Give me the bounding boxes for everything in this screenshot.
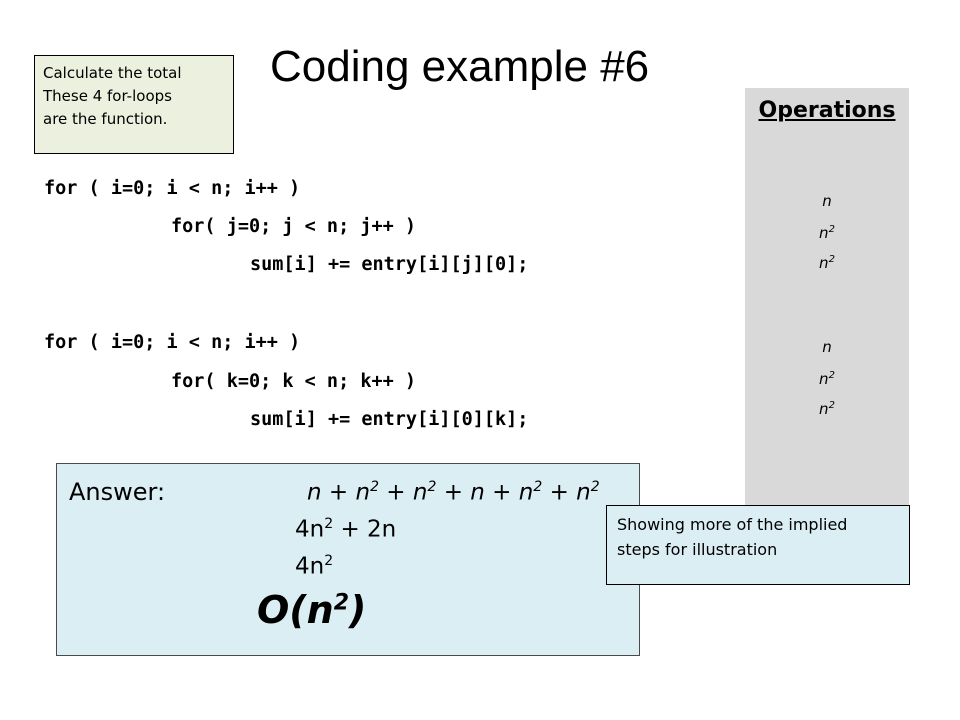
code-line: for ( i=0; i < n; i++ ) — [44, 178, 301, 199]
op-base: n — [822, 192, 832, 210]
operations-header: Operations — [758, 98, 896, 123]
note-line: are the function. — [43, 110, 168, 128]
illustration-callout: Showing more of the implied steps for il… — [606, 505, 910, 585]
op-base: n — [819, 370, 829, 388]
note-line: Calculate the total — [43, 64, 182, 82]
op-base: n — [819, 224, 829, 242]
code-line: sum[i] += entry[i][0][k]; — [250, 409, 529, 430]
answer-box: Answer: n + n2 + n2 + n + n2 + n2 4n2 + … — [56, 463, 640, 656]
callout-line: Showing more of the implied — [617, 515, 848, 534]
exponent: 2 — [533, 479, 543, 495]
callout-line: steps for illustration — [617, 540, 778, 559]
term: n + n — [307, 479, 371, 506]
exponent: 2 — [324, 516, 334, 532]
answer-label: Answer: — [69, 478, 166, 506]
term: + n + n — [436, 479, 534, 506]
term: 4n — [295, 516, 325, 543]
exponent: 2 — [370, 479, 379, 495]
note-line: These 4 for-loops — [43, 87, 172, 105]
operation-item: n2 — [745, 224, 909, 242]
code-line: for( j=0; j < n; j++ ) — [171, 216, 417, 237]
answer-big-o: O(n2) — [257, 588, 366, 632]
term: O(n — [257, 588, 334, 632]
answer-dominant-term: 4n2 — [295, 553, 333, 580]
exponent: 2 — [324, 553, 334, 569]
exponent: 2 — [590, 479, 600, 495]
term: + 2n — [333, 516, 397, 543]
op-base: n — [819, 400, 829, 418]
op-base: n — [819, 254, 829, 272]
answer-simplified: 4n2 + 2n — [295, 516, 396, 543]
code-line: sum[i] += entry[i][j][0]; — [250, 254, 529, 275]
exponent: 2 — [333, 590, 350, 616]
slide-title: Coding example #6 — [270, 42, 650, 91]
code-line: for ( i=0; i < n; i++ ) — [44, 332, 301, 353]
op-base: n — [822, 338, 832, 356]
answer-expansion: n + n2 + n2 + n + n2 + n2 — [307, 479, 600, 506]
op-exponent: 2 — [828, 370, 835, 381]
operation-item: n2 — [745, 254, 909, 272]
operation-item: n2 — [745, 400, 909, 418]
code-line: for( k=0; k < n; k++ ) — [171, 371, 417, 392]
op-exponent: 2 — [828, 400, 835, 411]
operations-panel: Operations n n2 n2 n n2 n2 — [745, 88, 909, 540]
term: 4n — [295, 553, 325, 580]
op-exponent: 2 — [828, 224, 835, 235]
operation-item: n — [745, 338, 909, 356]
operation-item: n2 — [745, 370, 909, 388]
exponent: 2 — [427, 479, 437, 495]
term: ) — [349, 588, 367, 632]
term: + n — [542, 479, 591, 506]
op-exponent: 2 — [828, 254, 835, 265]
instruction-note: Calculate the total These 4 for-loops ar… — [34, 55, 234, 154]
term: + n — [378, 479, 428, 506]
operation-item: n — [745, 192, 909, 210]
